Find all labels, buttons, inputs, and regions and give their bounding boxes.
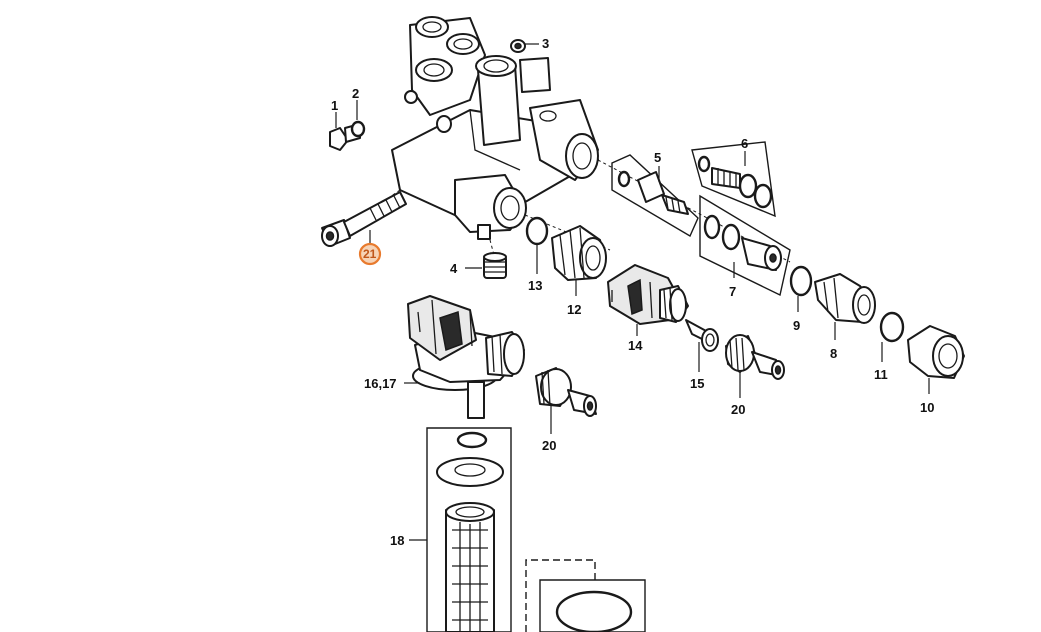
label-16-17: 16,17 [364,376,397,391]
part-18-filter-kit [426,427,512,632]
label-1: 1 [331,98,338,113]
label-4: 4 [450,261,458,276]
part-16-17-inlet-filter-head [407,295,525,419]
part-10-nut [907,325,965,379]
pump-housing [391,16,599,240]
label-10: 10 [920,400,934,415]
label-20-left: 20 [542,438,556,453]
label-3: 3 [542,36,549,51]
part-2-washer [350,120,366,138]
label-9: 9 [793,318,800,333]
label-5: 5 [654,150,661,165]
part-14-connector [607,264,689,325]
label-18: 18 [390,533,404,548]
part-13-o-ring [525,216,549,246]
label-20-right: 20 [731,402,745,417]
label-2: 2 [352,86,359,101]
part-labels: 1 2 3 4 5 6 7 8 9 10 11 12 13 14 15 16,1… [331,36,934,548]
part-15-seal [685,319,719,352]
label-8: 8 [830,346,837,361]
part-21-socket-screw [321,191,407,247]
label-6: 6 [741,136,748,151]
label-21[interactable]: 21 [363,247,377,261]
part-20-coupling-left [535,367,597,417]
part-20-coupling-right [725,334,785,380]
label-11: 11 [874,367,888,382]
part-7-piston-kit [699,194,791,297]
part-8-nipple [814,273,876,324]
highlight-circle-21[interactable] [358,242,382,266]
label-13: 13 [528,278,542,293]
label-15: 15 [690,376,704,391]
part-6-seal-kit [691,141,776,218]
label-14: 14 [628,338,643,353]
label-7: 7 [729,284,736,299]
leader-lines [335,43,930,541]
part-3-plug [510,39,526,53]
part-9-o-ring [789,265,813,297]
dashed-kit-outline [525,559,646,632]
part-5-valve-kit [611,154,699,238]
part-4-grub-screw [483,252,507,279]
label-12: 12 [567,302,581,317]
part-12-adapter [551,225,607,281]
part-11-o-ring [879,311,905,343]
